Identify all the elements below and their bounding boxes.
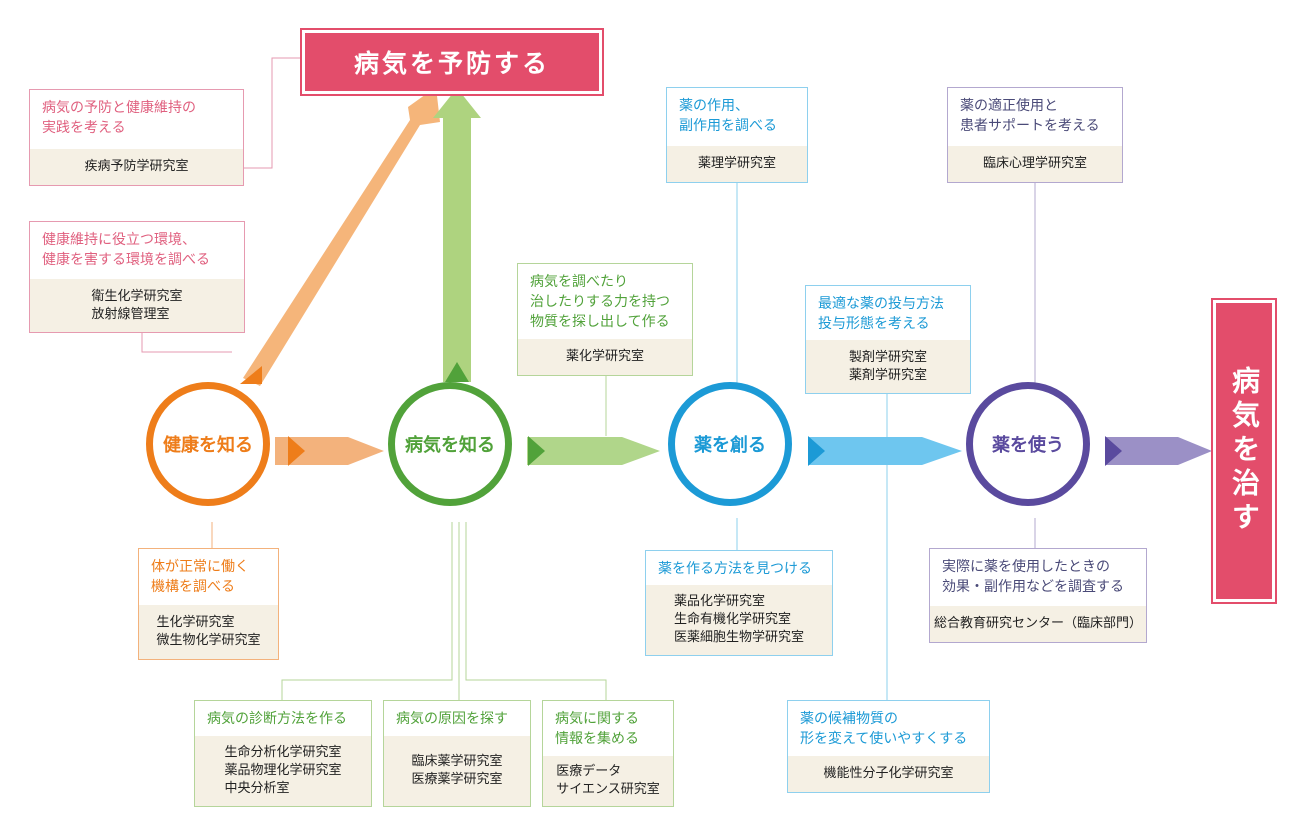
box-prevention-title: 病気の予防と健康維持の 実践を考える xyxy=(42,100,196,136)
box-environment-labs: 衛生化学研究室 放射線管理室 xyxy=(91,288,183,322)
arrow-purple xyxy=(1105,437,1212,465)
arrow-green xyxy=(527,437,660,465)
box-substance: 病気を調べたり 治したりする力を持つ 物質を探し出して作る 薬化学研究室 xyxy=(517,263,693,376)
box-cause-labs: 臨床薬学研究室 医療薬学研究室 xyxy=(411,754,503,787)
box-substance-labs: 薬化学研究室 xyxy=(565,349,644,364)
box-candidate-labs: 機能性分子化学研究室 xyxy=(823,766,954,781)
arrow-orange-diagonal xyxy=(243,87,440,386)
box-prevention-labs: 疾病予防学研究室 xyxy=(84,159,189,174)
arrow-green-vertical xyxy=(433,88,481,382)
box-environment: 健康維持に役立つ環境、 健康を害する環境を調べる 衛生化学研究室 放射線管理室 xyxy=(29,221,245,333)
box-dosage-labs: 製剤学研究室 薬剤学研究室 xyxy=(848,349,927,383)
box-effect-survey-title: 実際に薬を使用したときの 効果・副作用などを調査する xyxy=(942,559,1124,595)
arrow-blue xyxy=(808,437,962,465)
box-information-title: 病気に関する 情報を集める xyxy=(555,711,639,747)
box-cause: 病気の原因を探す 臨床薬学研究室 医療薬学研究室 xyxy=(383,700,531,807)
circle-create-drugs: 薬を創る xyxy=(668,382,792,506)
box-substance-title: 病気を調べたり 治したりする力を持つ 物質を探し出して作る xyxy=(530,274,670,330)
box-dosage: 最適な薬の投与方法 投与形態を考える 製剤学研究室 薬剤学研究室 xyxy=(805,285,971,394)
banner-cure-disease: 病気を治す xyxy=(1211,298,1277,604)
box-mechanism: 体が正常に働く 機構を調べる 生化学研究室 微生物化学研究室 xyxy=(138,548,279,660)
box-proper-use: 薬の適正使用と 患者サポートを考える 臨床心理学研究室 xyxy=(947,87,1123,183)
box-mechanism-title: 体が正常に働く 機構を調べる xyxy=(151,559,249,595)
box-diagnosis-labs: 生命分析化学研究室 薬品物理化学研究室 中央分析室 xyxy=(224,745,342,796)
box-cause-title: 病気の原因を探す xyxy=(396,711,508,727)
box-mechanism-labs: 生化学研究室 微生物化学研究室 xyxy=(156,615,261,648)
box-environment-title: 健康維持に役立つ環境、 健康を害する環境を調べる xyxy=(42,232,210,268)
box-information: 病気に関する 情報を集める 医療データ サイエンス研究室 xyxy=(542,700,674,807)
box-drug-action-labs: 薬理学研究室 xyxy=(697,156,776,171)
box-diagnosis: 病気の診断方法を作る 生命分析化学研究室 薬品物理化学研究室 中央分析室 xyxy=(194,700,372,807)
box-diagnosis-title: 病気の診断方法を作る xyxy=(207,711,347,727)
circle-know-disease: 病気を知る xyxy=(388,382,512,506)
box-information-labs: 医療データ サイエンス研究室 xyxy=(556,764,660,797)
circle-use-drugs: 薬を使う xyxy=(966,382,1090,506)
box-production-method-labs: 薬品化学研究室 生命有機化学研究室 医薬細胞生物学研究室 xyxy=(673,594,804,645)
box-proper-use-labs: 臨床心理学研究室 xyxy=(982,156,1087,171)
box-drug-action-title: 薬の作用、 副作用を調べる xyxy=(679,98,777,134)
box-candidate: 薬の候補物質の 形を変えて使いやすくする 機能性分子化学研究室 xyxy=(787,700,990,793)
box-prevention: 病気の予防と健康維持の 実践を考える 疾病予防学研究室 xyxy=(29,89,244,186)
box-candidate-title: 薬の候補物質の 形を変えて使いやすくする xyxy=(800,711,968,747)
box-production-method: 薬を作る方法を見つける 薬品化学研究室 生命有機化学研究室 医薬細胞生物学研究室 xyxy=(645,550,833,656)
box-production-method-title: 薬を作る方法を見つける xyxy=(658,561,812,577)
arrow-orange xyxy=(275,437,384,465)
box-effect-survey: 実際に薬を使用したときの 効果・副作用などを調査する 総合教育研究センター（臨床… xyxy=(929,548,1147,643)
circle-know-health: 健康を知る xyxy=(146,382,270,506)
box-dosage-title: 最適な薬の投与方法 投与形態を考える xyxy=(818,296,944,332)
banner-prevent-disease: 病気を予防する xyxy=(300,28,604,96)
box-effect-survey-labs: 総合教育研究センター（臨床部門） xyxy=(933,616,1142,631)
box-proper-use-title: 薬の適正使用と 患者サポートを考える xyxy=(960,98,1100,134)
box-drug-action: 薬の作用、 副作用を調べる 薬理学研究室 xyxy=(666,87,808,183)
